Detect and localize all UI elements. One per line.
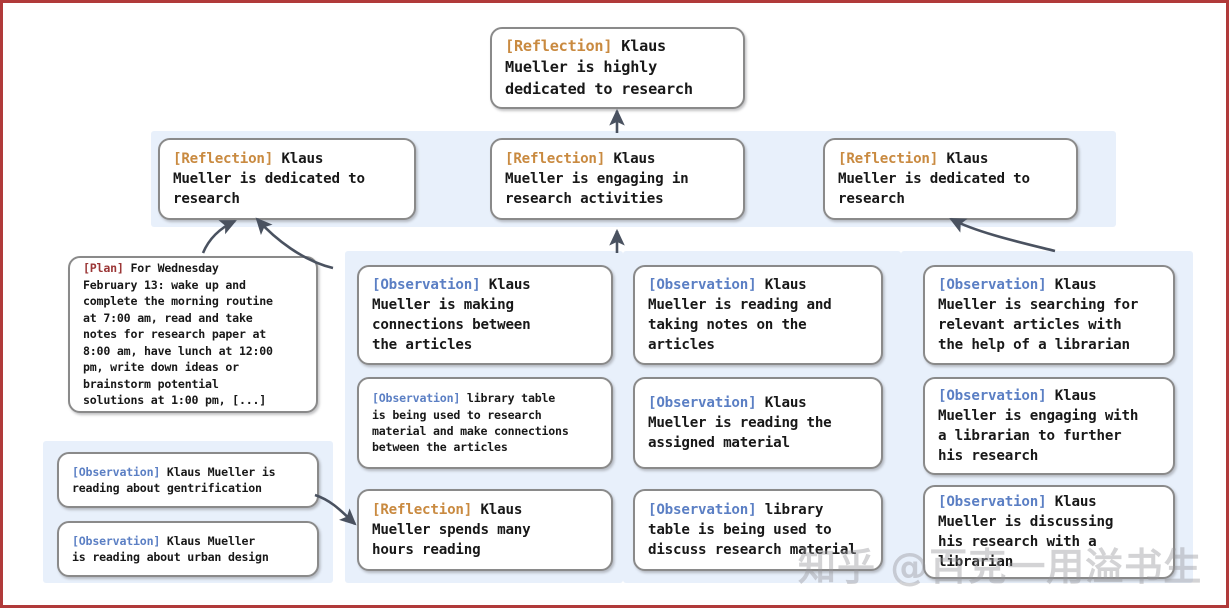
node-body: Klaus Mueller is making connections betw… (372, 276, 531, 354)
node-root-reflection[interactable]: [Reflection] Klaus Mueller is highly ded… (490, 27, 745, 109)
node-body: Klaus Mueller is reading about gentrific… (72, 464, 276, 495)
node-colC-3[interactable]: [Observation] Klaus Mueller is discussin… (923, 485, 1175, 579)
node-body: Klaus Mueller is dedicated to research (838, 150, 1030, 208)
tag-reflection: [Reflection] (173, 150, 274, 167)
node-text: [Observation] Klaus Mueller is reading a… (59, 464, 317, 497)
node-body: Klaus Mueller is engaging in research ac… (505, 150, 689, 208)
node-text: [Observation] Klaus Mueller is reading a… (635, 275, 881, 356)
tag-reflection: [Reflection] (838, 150, 939, 167)
node-text: [Observation] Klaus Mueller is discussin… (925, 492, 1173, 573)
tag-observation: [Observation] (372, 391, 461, 406)
node-text: [Observation] Klaus Mueller is engaging … (925, 386, 1173, 467)
node-reflection-3[interactable]: [Reflection] Klaus Mueller is dedicated … (823, 138, 1078, 220)
node-text: [Plan] For Wednesday February 13: wake u… (70, 260, 316, 408)
node-colB-3[interactable]: [Observation] library table is being use… (633, 489, 883, 571)
node-plan[interactable]: [Plan] For Wednesday February 13: wake u… (68, 256, 318, 413)
tag-observation: [Observation] (72, 533, 161, 548)
node-body: Klaus Mueller spends many hours reading (372, 501, 531, 559)
tag-observation: [Observation] (648, 501, 757, 518)
node-text: [Observation] Klaus Mueller is reading t… (635, 393, 881, 453)
node-colB-2[interactable]: [Observation] Klaus Mueller is reading t… (633, 377, 883, 469)
tag-observation: [Observation] (648, 276, 757, 293)
node-body: Klaus Mueller is searching for relevant … (938, 276, 1139, 354)
tag-observation: [Observation] (372, 276, 481, 293)
node-text: [Reflection] Klaus Mueller is engaging i… (492, 149, 743, 209)
tag-plan: [Plan] (83, 261, 124, 276)
node-colB-1[interactable]: [Observation] Klaus Mueller is reading a… (633, 265, 883, 365)
node-text: [Observation] Klaus Mueller is reading a… (59, 533, 317, 566)
node-reflection-2[interactable]: [Reflection] Klaus Mueller is engaging i… (490, 138, 745, 220)
node-text: [Observation] Klaus Mueller is searching… (925, 275, 1173, 356)
node-text: [Reflection] Klaus Mueller is dedicated … (825, 149, 1076, 209)
tag-reflection: [Reflection] (372, 501, 473, 518)
tag-observation: [Observation] (938, 387, 1047, 404)
node-body: Klaus Mueller is reading about urban des… (72, 533, 269, 564)
node-text: [Reflection] Klaus Mueller spends many h… (359, 500, 611, 560)
node-colA-1[interactable]: [Observation] Klaus Mueller is making co… (357, 265, 613, 365)
node-body: Klaus Mueller is discussing his research… (938, 493, 1114, 571)
node-body: library table is being used to research … (372, 391, 569, 455)
tag-observation: [Observation] (72, 464, 161, 479)
node-text: [Reflection] Klaus Mueller is highly ded… (492, 36, 743, 101)
node-reflection-1[interactable]: [Reflection] Klaus Mueller is dedicated … (158, 138, 416, 220)
node-body: Klaus Mueller is reading the assigned ma… (648, 394, 832, 452)
node-text: [Observation] library table is being use… (635, 500, 881, 560)
node-body: Klaus Mueller is highly dedicated to res… (505, 36, 693, 98)
node-colC-2[interactable]: [Observation] Klaus Mueller is engaging … (923, 377, 1175, 475)
node-body: Klaus Mueller is reading and taking note… (648, 276, 832, 354)
node-left-leaf-1[interactable]: [Observation] Klaus Mueller is reading a… (57, 452, 319, 508)
tag-observation: [Observation] (938, 276, 1047, 293)
node-body: Klaus Mueller is engaging with a librari… (938, 387, 1139, 465)
node-body: Klaus Mueller is dedicated to research (173, 150, 365, 208)
node-text: [Observation] Klaus Mueller is making co… (359, 275, 611, 356)
node-body: library table is being used to discuss r… (648, 501, 857, 559)
tag-reflection: [Reflection] (505, 36, 613, 55)
tag-reflection: [Reflection] (505, 150, 606, 167)
node-text: [Reflection] Klaus Mueller is dedicated … (160, 149, 414, 209)
tag-observation: [Observation] (648, 394, 757, 411)
node-colA-3[interactable]: [Reflection] Klaus Mueller spends many h… (357, 489, 613, 571)
node-colA-2[interactable]: [Observation] library table is being use… (357, 377, 613, 469)
node-body: For Wednesday February 13: wake up and c… (83, 261, 273, 408)
node-colC-1[interactable]: [Observation] Klaus Mueller is searching… (923, 265, 1175, 365)
node-left-leaf-2[interactable]: [Observation] Klaus Mueller is reading a… (57, 521, 319, 577)
node-text: [Observation] library table is being use… (359, 390, 611, 456)
tag-observation: [Observation] (938, 493, 1047, 510)
